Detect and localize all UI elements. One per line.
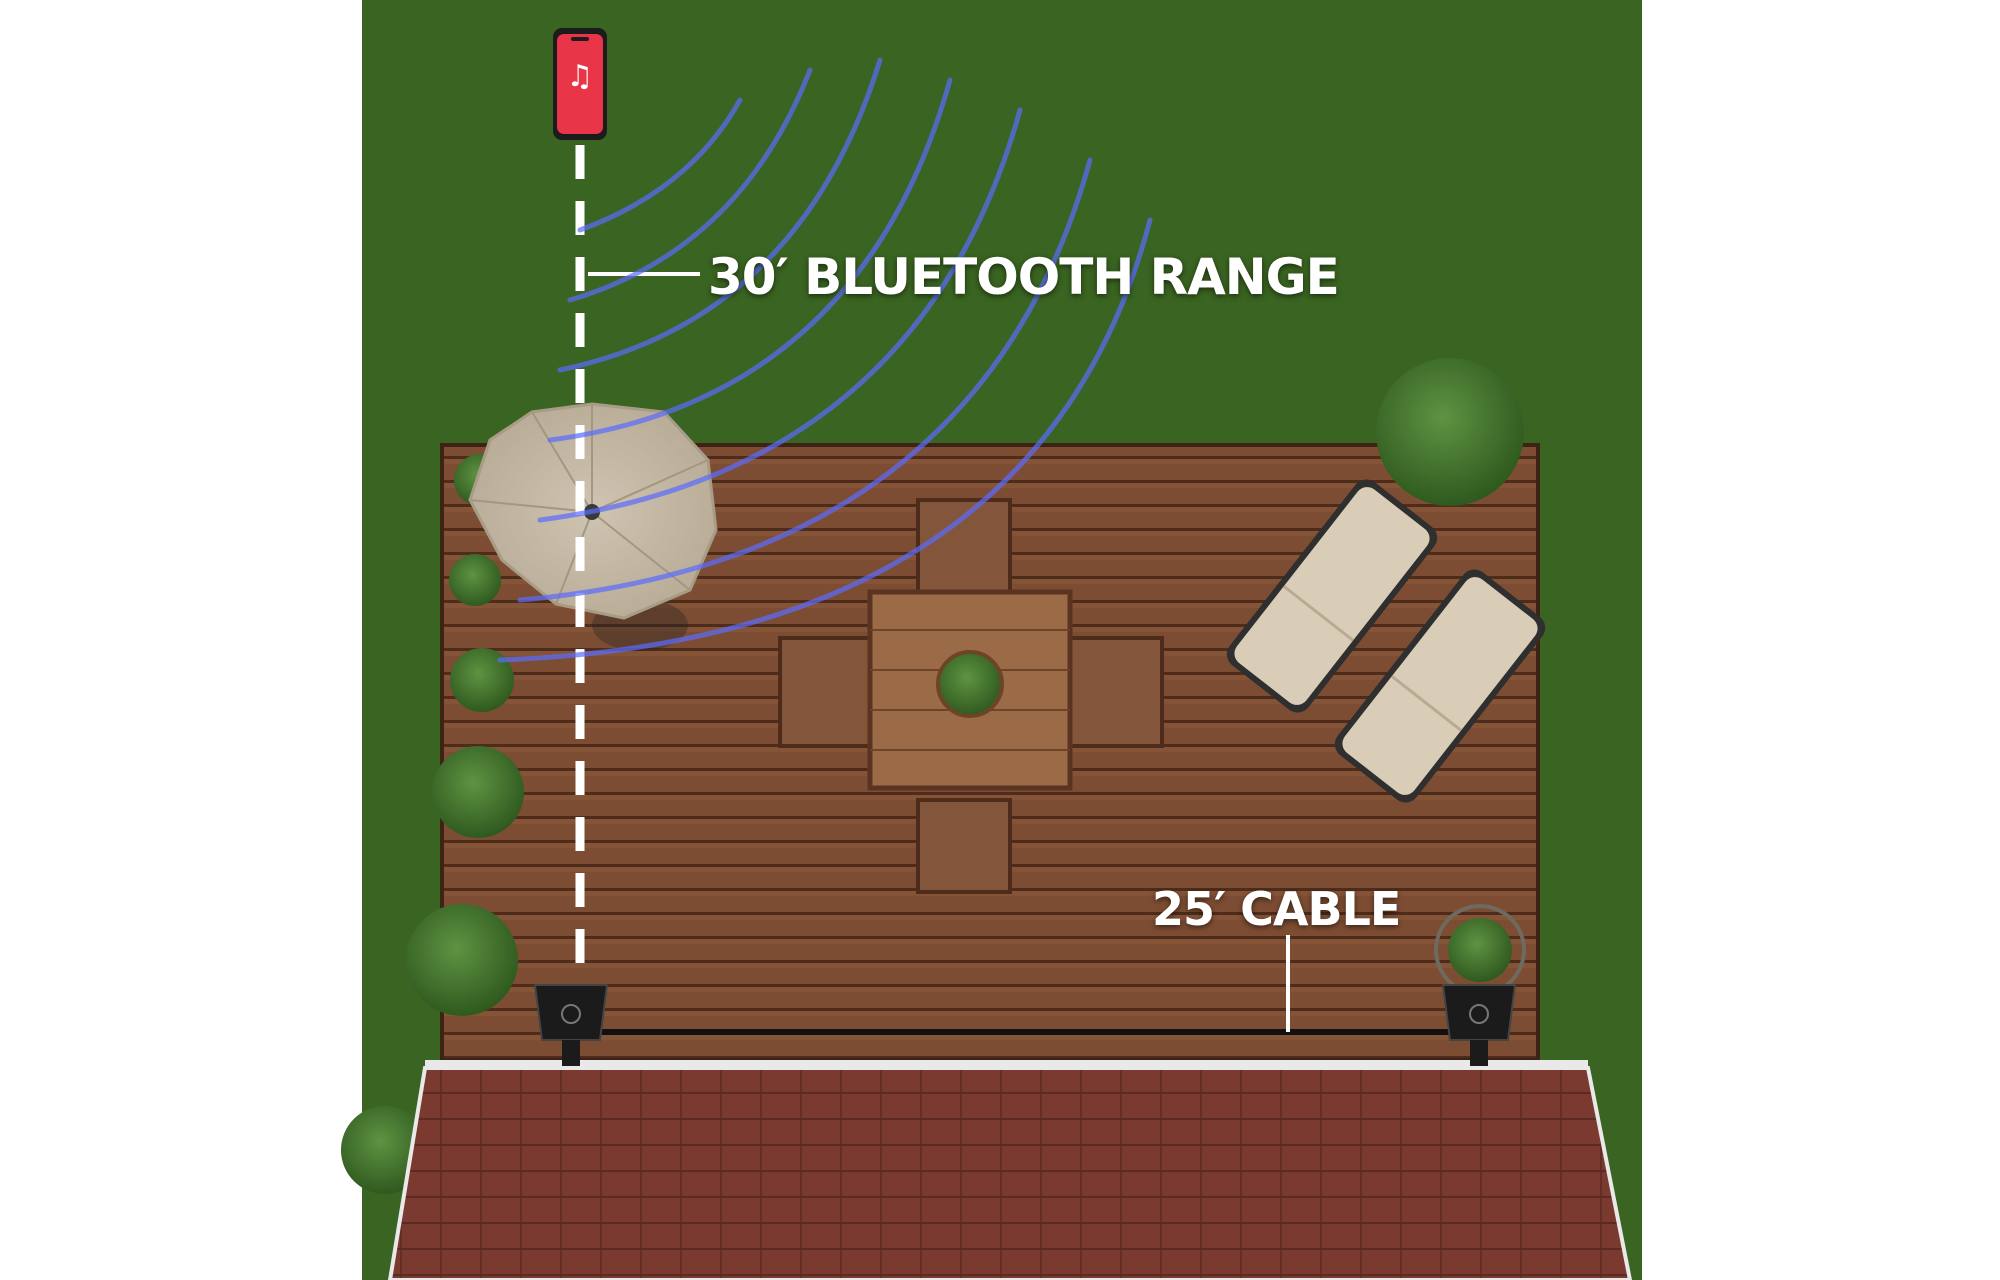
house-roof	[387, 1060, 1633, 1280]
speaker-left	[533, 984, 609, 1066]
music-note-icon: ♫	[566, 59, 594, 94]
phone	[553, 28, 607, 140]
lounge-chairs	[1226, 479, 1546, 803]
signal-waves	[497, 57, 1153, 663]
speaker-right	[1441, 984, 1517, 1066]
cable-length-label: 25′ CABLE	[1152, 882, 1401, 936]
dining-set	[778, 498, 1164, 894]
bluetooth-range-label: 30′ BLUETOOTH RANGE	[708, 248, 1340, 306]
planter	[1434, 904, 1526, 996]
